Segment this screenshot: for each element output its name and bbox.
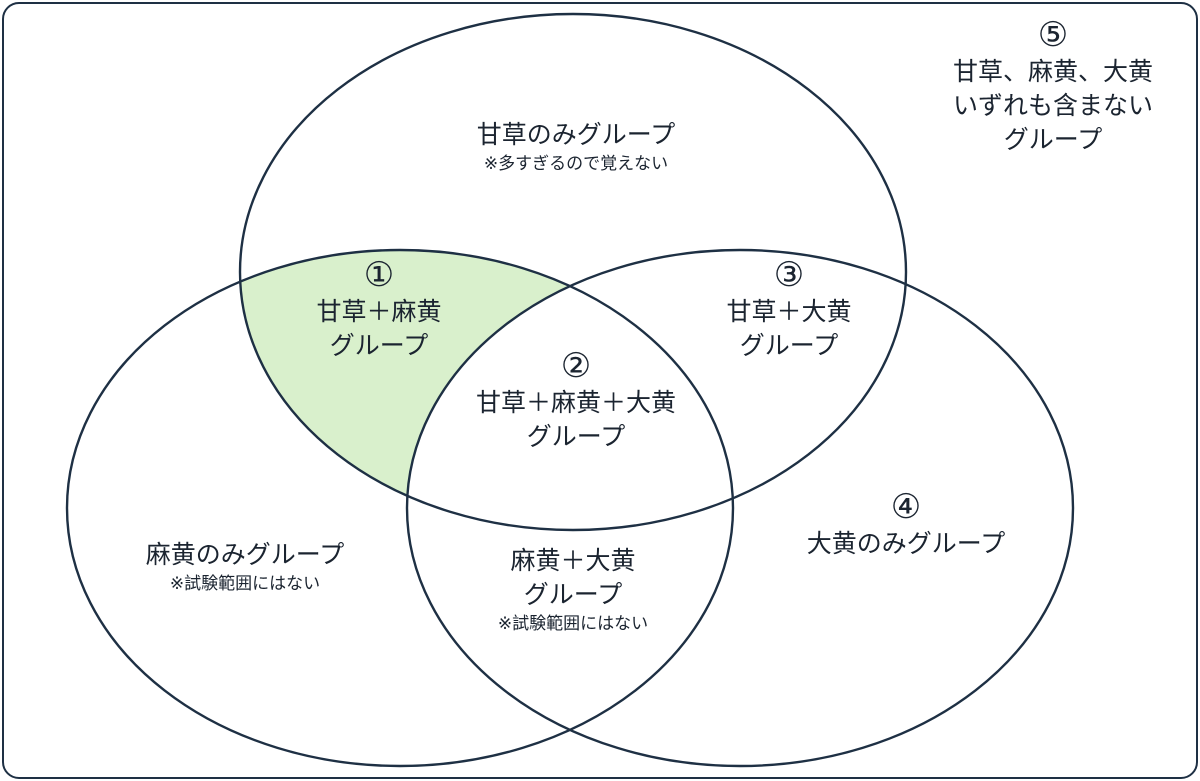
maou-only-title: 麻黄のみグループ	[145, 540, 345, 569]
maou-only-note: ※試験範囲にはない	[169, 574, 321, 594]
region-1-subtitle: グループ	[329, 331, 429, 360]
region-4-title: 大黄のみグループ	[806, 529, 1006, 558]
maou-daio-subtitle: グループ	[523, 580, 623, 609]
region-3-number: ③	[773, 255, 805, 295]
region-1-number: ①	[363, 255, 395, 295]
label-maou-only: 麻黄のみグループ ※試験範囲にはない	[146, 538, 345, 596]
region-4-number: ④	[890, 487, 922, 527]
maou-circle	[65, 248, 735, 768]
label-kanzo-only: 甘草のみグループ ※多すぎるので覚えない	[477, 118, 676, 176]
region-3-title: 甘草＋大黄	[726, 297, 852, 326]
region-2-title: 甘草＋麻黄＋大黄	[475, 388, 677, 417]
region-2-subtitle: グループ	[526, 422, 626, 451]
kanzo-only-note: ※多すぎるので覚えない	[483, 154, 669, 174]
label-region-4: ④ 大黄のみグループ	[807, 487, 1006, 561]
label-region-3: ③ 甘草＋大黄 グループ	[726, 255, 851, 363]
maou-daio-note: ※試験範囲にはない	[497, 614, 649, 634]
label-region-1: ① 甘草＋麻黄 グループ	[316, 255, 441, 363]
region-5-line-1: 甘草、麻黄、大黄	[952, 57, 1154, 86]
maou-daio-title: 麻黄＋大黄	[510, 546, 636, 575]
region-5-line-2: いずれも含まない	[952, 91, 1154, 120]
label-region-2: ② 甘草＋麻黄＋大黄 グループ	[476, 346, 676, 454]
label-region-5: ⑤ 甘草、麻黄、大黄 いずれも含まない グループ	[953, 15, 1153, 157]
region-2-number: ②	[560, 346, 592, 386]
kanzo-circle	[238, 12, 908, 532]
label-maou-daio: 麻黄＋大黄 グループ ※試験範囲にはない	[498, 544, 648, 636]
region-5-line-3: グループ	[1003, 125, 1103, 154]
daio-circle	[405, 248, 1075, 768]
region-3-subtitle: グループ	[739, 331, 839, 360]
region-5-number: ⑤	[1037, 15, 1069, 55]
region-1-title: 甘草＋麻黄	[316, 297, 442, 326]
kanzo-only-title: 甘草のみグループ	[476, 120, 676, 149]
